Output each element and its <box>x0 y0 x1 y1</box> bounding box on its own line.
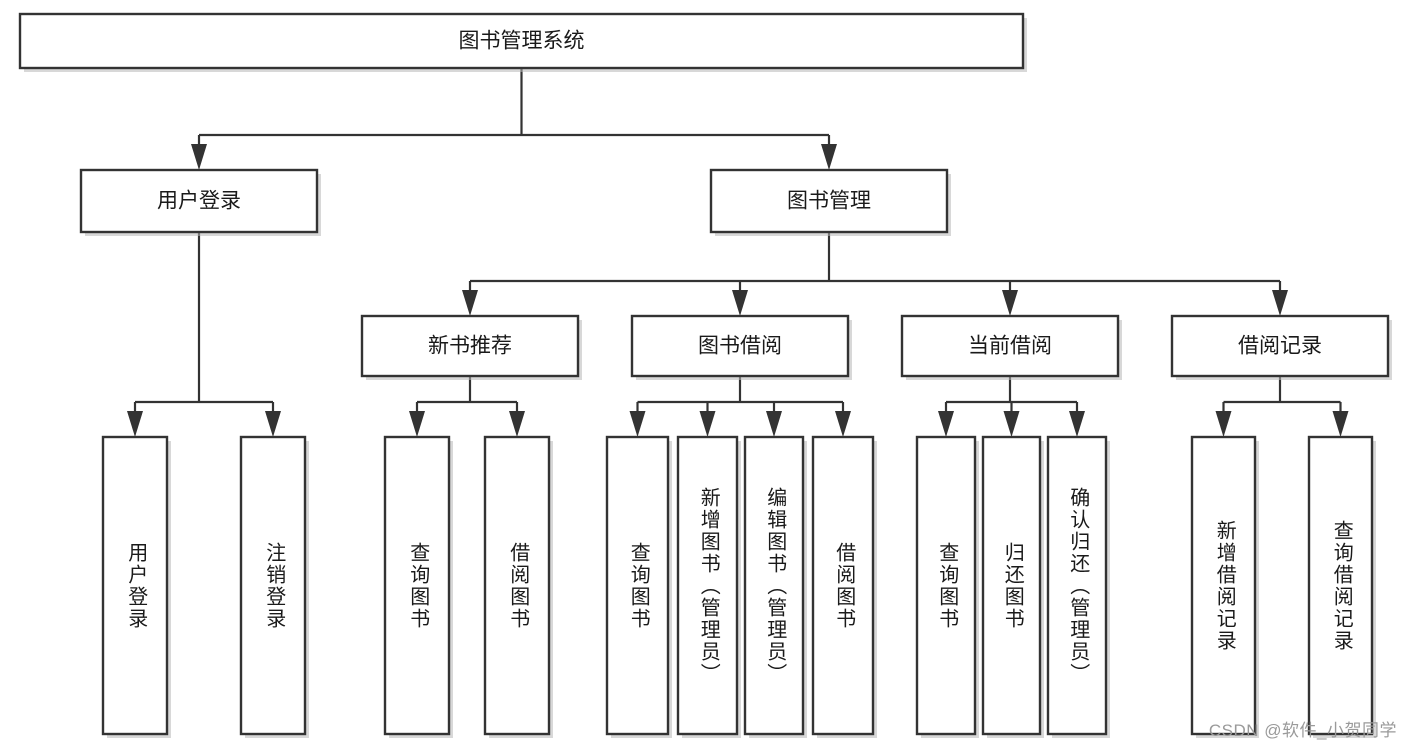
connector-layer <box>127 68 1349 437</box>
node-box-new-book-rec[interactable] <box>360 314 580 378</box>
node-label-borrow-record: 借阅记录 <box>1238 335 1322 358</box>
node-label-book-borrow: 图书借阅 <box>698 335 782 358</box>
node-box-leaf-add-record[interactable] <box>1190 435 1257 736</box>
connector-group-borrow_record <box>1215 376 1349 437</box>
connector-group-current_borrow <box>938 376 1085 437</box>
node-box-leaf-borrow-book-1[interactable] <box>483 435 551 736</box>
connector-group-book_manage <box>462 232 1288 316</box>
connector-group-root <box>191 68 837 170</box>
node-box-leaf-borrow-book-2[interactable] <box>811 435 875 736</box>
box-layer <box>18 12 1390 736</box>
node-label-user-login: 用户登录 <box>157 190 241 213</box>
node-box-current-borrow[interactable] <box>900 314 1120 378</box>
node-label-new-book-rec: 新书推荐 <box>428 335 512 358</box>
node-box-leaf-logout[interactable] <box>239 435 307 736</box>
connector-group-book_borrow <box>629 376 851 437</box>
node-box-root[interactable] <box>18 12 1025 70</box>
node-box-leaf-edit-book[interactable] <box>743 435 805 736</box>
node-box-leaf-query-book-1[interactable] <box>383 435 451 736</box>
node-label-current-borrow: 当前借阅 <box>968 335 1052 358</box>
node-label-root: 图书管理系统 <box>459 30 585 53</box>
node-box-book-manage[interactable] <box>709 168 949 234</box>
node-box-book-borrow[interactable] <box>630 314 850 378</box>
node-box-user-login[interactable] <box>79 168 319 234</box>
node-box-leaf-query-record[interactable] <box>1307 435 1374 736</box>
node-box-leaf-query-book-2[interactable] <box>605 435 670 736</box>
node-box-leaf-confirm-return[interactable] <box>1046 435 1108 736</box>
node-box-leaf-add-book[interactable] <box>676 435 739 736</box>
node-label-book-manage: 图书管理 <box>787 190 871 213</box>
connector-group-new_book_rec <box>409 376 525 437</box>
csdn-watermark: CSDN @软件_小贺同学 <box>1208 721 1397 740</box>
node-box-leaf-user-login[interactable] <box>101 435 169 736</box>
node-box-borrow-record[interactable] <box>1170 314 1390 378</box>
node-box-leaf-return-book[interactable] <box>981 435 1042 736</box>
node-box-leaf-query-book-3[interactable] <box>915 435 977 736</box>
connector-group-user_login <box>127 232 281 437</box>
